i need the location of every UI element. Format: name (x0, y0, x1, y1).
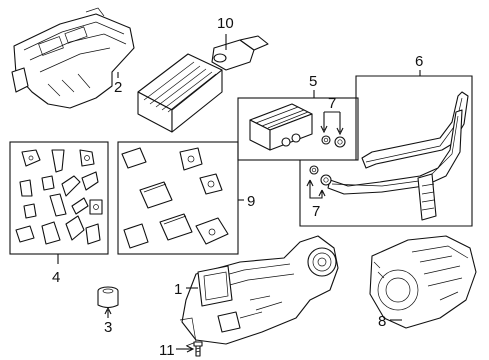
linkage-parts[interactable] (15, 149, 103, 245)
leader-7-lower (306, 179, 326, 199)
leader-11-arrow (186, 345, 195, 353)
actuator-kit-box (117, 141, 239, 255)
callout-8: 8 (378, 313, 386, 330)
callout-4: 4 (52, 269, 60, 286)
callout-1: 1 (174, 281, 182, 298)
callout-11: 11 (159, 342, 175, 359)
pipe-seals-upper[interactable] (321, 135, 346, 148)
leader-7-upper (323, 111, 341, 132)
heater-hoses[interactable] (327, 91, 469, 221)
heater-core[interactable] (137, 35, 269, 133)
grommet[interactable] (97, 286, 119, 309)
pipe-seals-lower[interactable] (309, 165, 332, 186)
blower-housing[interactable] (369, 235, 477, 329)
callout-3: 3 (104, 319, 112, 336)
callout-5: 5 (309, 73, 317, 90)
callout-10: 10 (217, 15, 234, 32)
linkage-kit-box (9, 141, 109, 255)
heater-core-kit-box (237, 97, 359, 161)
callout-7-lower: 7 (312, 203, 320, 220)
leader-3-arrow (104, 306, 112, 315)
hvac-upper-case[interactable] (11, 7, 135, 109)
heater-core-small[interactable] (249, 103, 313, 151)
screw[interactable] (193, 341, 203, 357)
hvac-main-housing[interactable] (179, 235, 339, 347)
callout-7-upper: 7 (328, 95, 336, 112)
heater-hose-kit-box (299, 75, 473, 227)
callout-6: 6 (415, 53, 423, 70)
actuator-motors[interactable] (121, 147, 229, 249)
callout-2: 2 (114, 79, 122, 96)
leader-7-upper-arrows (320, 125, 344, 136)
callout-9: 9 (247, 193, 255, 210)
